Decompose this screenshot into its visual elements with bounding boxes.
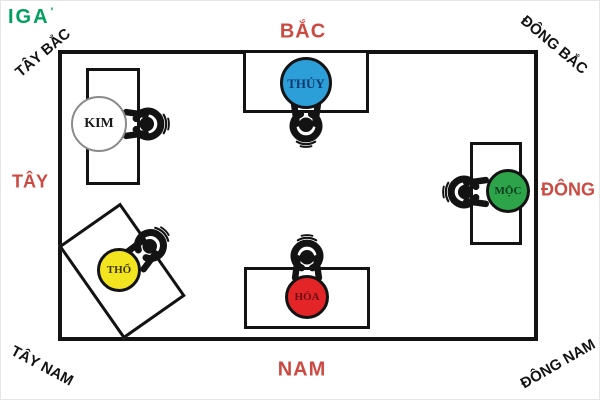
- person-icon-moc: [435, 165, 489, 219]
- element-circle-thuy: THỦY: [280, 57, 332, 109]
- element-circle-tho: THỔ: [97, 248, 141, 292]
- element-label-hoa: HỎA: [294, 290, 320, 303]
- direction-label-north: BẮC: [279, 20, 327, 43]
- person-icon-hoa: [280, 227, 334, 281]
- direction-label-west: TÂY: [12, 171, 48, 192]
- person-icon-thuy: [279, 101, 333, 155]
- iga-logo-mark: ': [50, 6, 56, 19]
- iga-logo: IGA': [8, 7, 55, 27]
- direction-label-south: NAM: [277, 358, 327, 381]
- person-icon-kim: [123, 97, 177, 151]
- element-circle-hoa: HỎA: [285, 275, 329, 319]
- element-circle-moc: MỘC: [486, 169, 530, 213]
- direction-label-southeast: ĐÔNG NAM: [517, 335, 599, 393]
- direction-label-southwest: TÂY NAM: [7, 342, 77, 390]
- element-label-thuy: THỦY: [287, 75, 325, 91]
- direction-label-east: ĐÔNG: [541, 179, 595, 200]
- element-label-kim: KIM: [84, 116, 114, 131]
- element-label-moc: MỘC: [494, 184, 522, 197]
- element-label-tho: THỔ: [106, 263, 132, 276]
- iga-logo-text: IGA: [8, 6, 50, 28]
- element-circle-kim: KIM: [71, 96, 127, 152]
